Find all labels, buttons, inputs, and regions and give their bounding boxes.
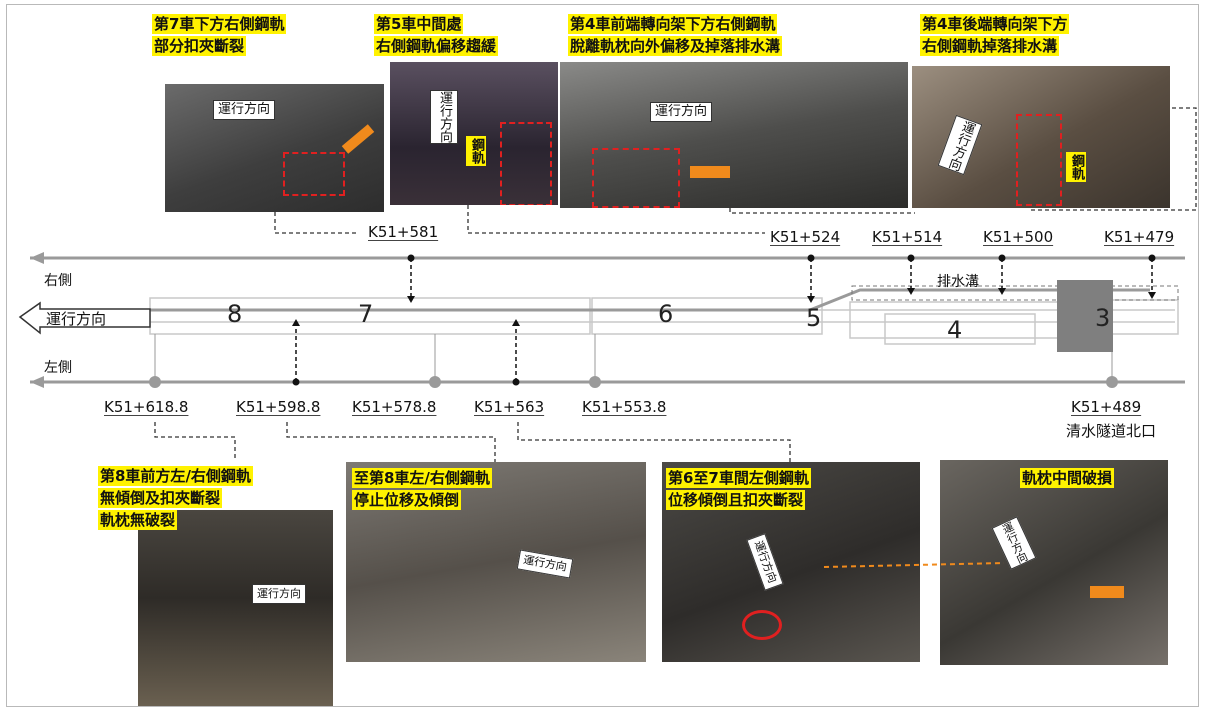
caption-car8-front-line3: 軌枕無破裂 — [98, 510, 178, 530]
caption-car5-line2: 右側鋼軌偏移趨緩 — [374, 36, 499, 56]
direction-arrow-label: 運行方向 — [46, 310, 107, 328]
photo-rail-tag: 鋼軌 — [466, 136, 486, 166]
right-rail-arrowhead — [30, 252, 44, 264]
drain-label: 排水溝 — [937, 274, 979, 290]
photo-highlight-box — [1016, 114, 1062, 206]
car3-block — [1057, 280, 1113, 352]
top-marker-lines — [410, 258, 1153, 296]
outer-frame — [6, 4, 1199, 707]
bottom-marker-dots — [149, 319, 1118, 388]
km-marker-bottom-1: K51+618.8 — [104, 398, 189, 416]
caption-car7-line1: 第7車下方右側鋼軌 — [152, 14, 287, 34]
car-number-5: 5 — [806, 304, 822, 332]
photo-car5-rail: 運行方向 鋼軌 — [390, 62, 558, 205]
km-marker-bottom-4: K51+563 — [474, 398, 545, 416]
photo-highlight-box — [283, 152, 345, 196]
drain-outline — [851, 285, 1179, 301]
caption-car4-rear-line1: 第4車後端轉向架下方 — [920, 14, 1070, 34]
caption-car8-stop-line2: 停止位移及傾倒 — [352, 490, 462, 510]
left-rail-arrowhead — [30, 376, 44, 388]
photo-car4-rear: 運行方向 鋼軌 — [912, 66, 1170, 208]
km-marker-bottom-3: K51+578.8 — [352, 398, 437, 416]
car-number-8: 8 — [227, 300, 243, 328]
displaced-rail-line — [150, 288, 1150, 312]
photo-direction-label: 運行方向 — [252, 584, 306, 604]
left-side-label: 左側 — [44, 360, 72, 376]
photo-direction-label: 運行方向 — [213, 100, 276, 120]
km-marker-bottom-5: K51+553.8 — [582, 398, 667, 416]
photo-highlight-box — [592, 148, 680, 208]
km-marker-top-5: K51+479 — [1104, 228, 1175, 246]
photo-car8-front: 運行方向 — [138, 510, 333, 706]
km-marker-top-1: K51+581 — [368, 223, 439, 241]
top-marker-dots — [407, 254, 1156, 303]
caption-car6-7-line1: 第6至7車間左側鋼軌 — [666, 468, 811, 488]
km-marker-top-3: K51+514 — [872, 228, 943, 246]
tunnel-exit-label: 清水隧道北口 — [1066, 422, 1157, 440]
caption-car4-rear-line2: 右側鋼軌掉落排水溝 — [920, 36, 1060, 56]
photo-connectors-top — [274, 107, 1197, 234]
km-marker-top-2: K51+524 — [770, 228, 841, 246]
photo-direction-label: 運行方向 — [650, 102, 713, 122]
photo-car4-front: 運行方向 — [560, 62, 908, 208]
orange-arrow-icon — [1090, 586, 1124, 598]
car-number-4: 4 — [947, 316, 963, 344]
km-marker-bottom-2: K51+598.8 — [236, 398, 321, 416]
caption-car8-front-line2: 無傾倒及扣夾斷裂 — [98, 488, 223, 508]
right-side-label: 右側 — [44, 273, 72, 289]
photo-direction-label: 運行方向 — [430, 90, 458, 144]
photo-sleeper: 運行方向 — [940, 460, 1168, 665]
caption-car8-stop-line1: 至第8車左/右側鋼軌 — [352, 468, 492, 488]
bottom-marker-lines — [295, 326, 517, 382]
car-number-3: 3 — [1095, 304, 1111, 332]
photo-connectors-bottom — [154, 422, 791, 462]
km-marker-bottom-6: K51+489 — [1071, 398, 1142, 416]
caption-car7-line2: 部分扣夾斷裂 — [152, 36, 247, 56]
photo-rail-tag: 鋼軌 — [1066, 152, 1086, 182]
caption-car8-front-line1: 第8車前方左/右側鋼軌 — [98, 466, 253, 486]
caption-car5-line1: 第5車中間處 — [374, 14, 464, 34]
photo-car7-rail: 運行方向 — [165, 84, 384, 212]
photo-highlight-box — [500, 122, 552, 205]
caption-car4-front-line1: 第4車前端轉向架下方右側鋼軌 — [568, 14, 778, 34]
caption-car6-7-line2: 位移傾倒且扣夾斷裂 — [666, 490, 806, 510]
rotation-arrow-icon — [742, 610, 782, 640]
car-number-7: 7 — [358, 300, 374, 328]
km-marker-top-4: K51+500 — [983, 228, 1054, 246]
orange-arrow-icon — [690, 166, 730, 178]
car-number-6: 6 — [658, 300, 674, 328]
caption-sleeper: 軌枕中間破損 — [1020, 468, 1115, 488]
caption-car4-front-line2: 脫離軌枕向外偏移及掉落排水溝 — [568, 36, 783, 56]
